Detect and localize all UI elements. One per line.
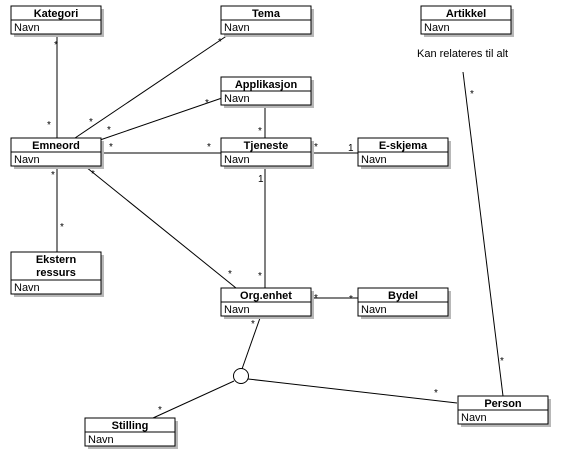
class-person-name: Person (484, 398, 522, 410)
class-kategori[interactable]: Kategori Navn (10, 5, 104, 37)
mult-emneord-orgenhet-bottom: * (228, 269, 232, 280)
edge-orgenhet-junction (241, 317, 261, 370)
edge-junction-person (247, 378, 458, 404)
multiplicities: * * * * * * * * * * 1 * * * * 1 * * * * … (47, 37, 504, 416)
mult-applikasjon-emneord-bottom: * (107, 125, 111, 136)
class-stilling-attr: Navn (88, 434, 114, 446)
edge-artikkel-person (462, 71, 504, 397)
class-eskjema-name: E-skjema (379, 140, 428, 152)
mult-junction-person: * (434, 388, 438, 399)
relation-note: Kan relateres til alt (417, 48, 508, 60)
associations (56, 34, 504, 419)
mult-tjeneste-eskjema-left: * (314, 142, 318, 153)
class-bydel-name: Bydel (388, 290, 418, 302)
association-junction (233, 368, 249, 384)
class-orgenhet-attr: Navn (224, 304, 250, 316)
mult-artikkel-person-bottom: * (500, 356, 504, 367)
mult-emneord-ekstern-top: * (51, 170, 55, 181)
class-tema-name: Tema (252, 8, 281, 20)
class-kategori-name: Kategori (34, 8, 79, 20)
class-person-attr: Navn (461, 412, 487, 424)
class-ekstern-attr: Navn (14, 282, 40, 294)
class-artikkel[interactable]: Artikkel Navn (420, 5, 514, 37)
class-ekstern-name-line2: ressurs (36, 267, 76, 279)
mult-applikasjon-emneord-top: * (205, 98, 209, 109)
class-ekstern-ressurs[interactable]: Ekstern ressurs Navn (10, 251, 104, 297)
edge-applikasjon-emneord (99, 97, 223, 141)
mult-orgenhet-bydel-right: * (349, 294, 353, 305)
class-eskjema[interactable]: E-skjema Navn (357, 137, 451, 169)
class-applikasjon-name: Applikasjon (235, 79, 298, 91)
class-applikasjon-attr: Navn (224, 93, 250, 105)
mult-kategori-emneord-top: * (54, 40, 58, 51)
mult-artikkel-person-top: * (470, 89, 474, 100)
class-orgenhet-name: Org.enhet (240, 290, 292, 302)
class-kategori-attr: Navn (14, 22, 40, 34)
class-person[interactable]: Person Navn (457, 395, 551, 427)
mult-tjeneste-orgenhet-top: 1 (258, 174, 264, 185)
mult-tjeneste-orgenhet-bottom: * (258, 271, 262, 282)
mult-kategori-emneord-bottom: * (47, 120, 51, 131)
class-eskjema-attr: Navn (361, 154, 387, 166)
edge-emneord-orgenhet (85, 166, 237, 289)
class-emneord[interactable]: Emneord Navn (10, 137, 104, 169)
class-tjeneste-attr: Navn (224, 154, 250, 166)
mult-orgenhet-bydel-left: * (314, 293, 318, 304)
mult-applikasjon-tjeneste: * (258, 126, 262, 137)
mult-emneord-tjeneste-right: * (207, 142, 211, 153)
class-tema[interactable]: Tema Navn (220, 5, 314, 37)
mult-orgenhet-junction: * (251, 319, 255, 330)
mult-emneord-tjeneste-left: * (109, 142, 113, 153)
class-tjeneste-name: Tjeneste (244, 140, 289, 152)
class-orgenhet[interactable]: Org.enhet Navn (220, 287, 314, 319)
class-applikasjon[interactable]: Applikasjon Navn (220, 76, 314, 108)
class-stilling-name: Stilling (112, 420, 149, 432)
class-tema-attr: Navn (224, 22, 250, 34)
mult-emneord-orgenhet-top: * (91, 169, 95, 180)
mult-emneord-ekstern-bottom: * (60, 222, 64, 233)
mult-tjeneste-eskjema-right: 1 (348, 143, 354, 154)
mult-tema-emneord-bottom: * (89, 117, 93, 128)
class-artikkel-attr: Navn (424, 22, 450, 34)
class-ekstern-name-line1: Ekstern (36, 254, 77, 266)
edge-junction-stilling (152, 380, 235, 419)
class-bydel-attr: Navn (361, 304, 387, 316)
class-artikkel-name: Artikkel (446, 8, 486, 20)
class-tjeneste[interactable]: Tjeneste Navn (220, 137, 314, 169)
mult-tema-emneord-top: * (218, 37, 222, 48)
class-bydel[interactable]: Bydel Navn (357, 287, 451, 319)
class-emneord-attr: Navn (14, 154, 40, 166)
mult-junction-stilling: * (158, 405, 162, 416)
edge-tema-emneord (74, 34, 229, 139)
class-stilling[interactable]: Stilling Navn (84, 417, 178, 449)
class-emneord-name: Emneord (32, 140, 80, 152)
